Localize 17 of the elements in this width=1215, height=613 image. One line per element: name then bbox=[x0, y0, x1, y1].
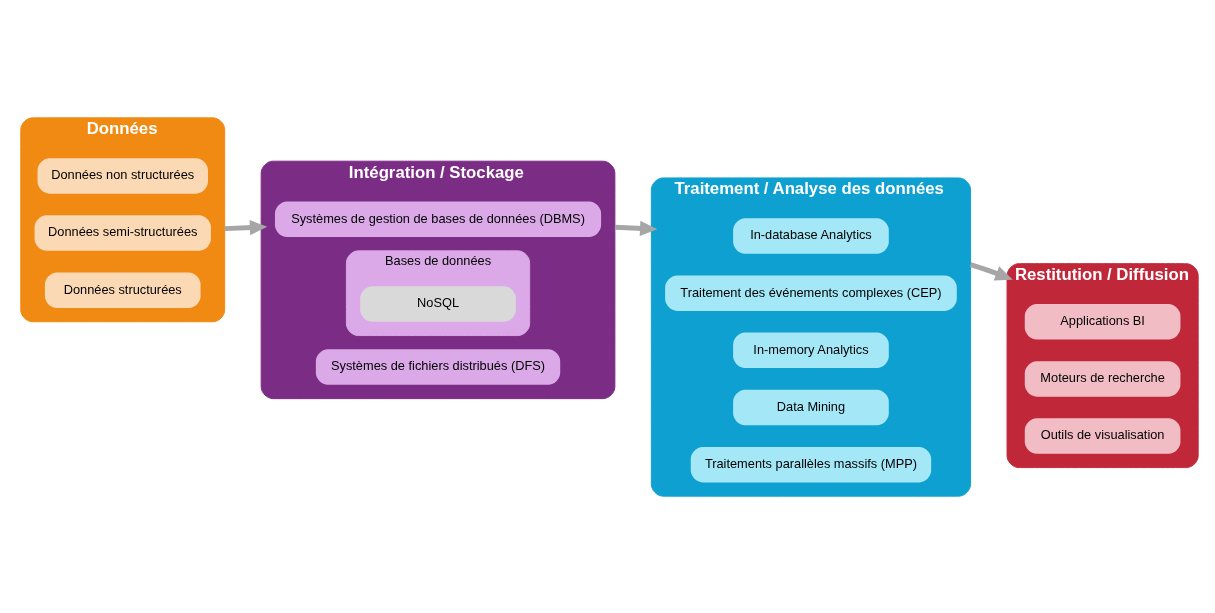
node-box: In-memory Analytics bbox=[733, 332, 889, 368]
node-box: In-database Analytics bbox=[733, 217, 889, 254]
arrow bbox=[969, 261, 1013, 280]
arrow bbox=[614, 220, 658, 236]
node-box: Systèmes de gestion de bases de données (DBMS) bbox=[274, 201, 602, 237]
node-box: Données structurées bbox=[44, 272, 201, 308]
node-box: Données non structurées bbox=[37, 157, 208, 194]
node-box: Moteurs de recherche bbox=[1024, 360, 1181, 397]
node-box: Outils de visualisation bbox=[1024, 417, 1181, 454]
node-box: Traitements parallèles massifs (MPP) bbox=[690, 446, 932, 482]
node-box: Applications BI bbox=[1024, 303, 1181, 339]
arrow bbox=[224, 219, 268, 235]
node-box: Données semi-structurées bbox=[34, 214, 211, 251]
node-box: Traitement des événements complexes (CEP) bbox=[665, 274, 957, 311]
node-box: NoSQL bbox=[360, 285, 516, 322]
node-box: Systèmes de fichiers distribués (DFS) bbox=[315, 348, 561, 385]
node-box: Data Mining bbox=[733, 389, 889, 425]
